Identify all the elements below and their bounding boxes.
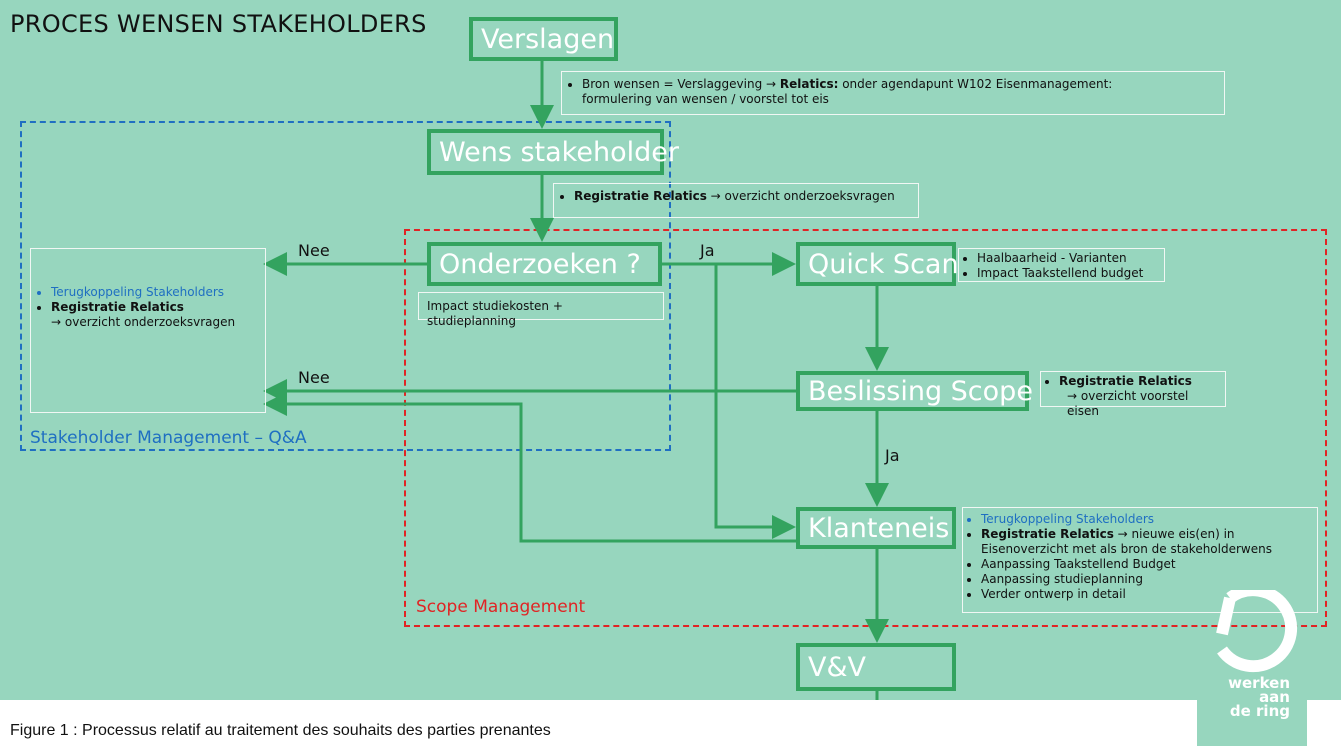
- diagram-canvas: PROCES WENSEN STAKEHOLDERS Stakeholder M…: [0, 0, 1341, 700]
- note-beslissing: Registratie Relatics → overzicht voorste…: [1040, 371, 1226, 418]
- node-vv: V&V: [796, 643, 956, 691]
- label-ja-beslissing: Ja: [885, 446, 900, 465]
- node-onderzoeken: Onderzoeken ?: [427, 242, 662, 286]
- logo-text-werken: werken: [1228, 674, 1290, 692]
- node-wens-stakeholder: Wens stakeholder: [427, 129, 679, 175]
- node-quick-scan: Quick Scan: [796, 242, 959, 286]
- logo-text-de-ring: de ring: [1229, 702, 1290, 720]
- note-bron-wensen: Bron wensen = Verslaggeving → Relatics: …: [561, 71, 1225, 115]
- node-beslissing-scope: Beslissing Scope: [796, 371, 1033, 411]
- figure-caption: Figure 1 : Processus relatif au traiteme…: [10, 722, 551, 739]
- note-stakeholder-terugkoppeling: Terugkoppeling Stakeholders Registratie …: [30, 248, 266, 413]
- diagram-title: PROCES WENSEN STAKEHOLDERS: [10, 10, 427, 38]
- stakeholder-management-label: Stakeholder Management – Q&A: [30, 428, 307, 448]
- note-klanteneis: Terugkoppeling Stakeholders Registratie …: [962, 507, 1318, 613]
- arrow-klanteneis-stakeholder: [263, 392, 797, 543]
- note-impact-studie: Impact studiekosten + studieplanning: [418, 292, 664, 328]
- label-ja-onderzoeken: Ja: [700, 241, 715, 260]
- node-klanteneis: Klanteneis: [796, 507, 956, 549]
- note-registratie: Registratie Relatics → overzicht onderzo…: [553, 183, 919, 218]
- arrow-onderzoeken-klanteneis: [714, 264, 796, 539]
- stakeholder-management-region: [20, 121, 671, 451]
- werken-aan-de-ring-logo: [1216, 590, 1298, 673]
- scope-management-label: Scope Management: [416, 597, 586, 617]
- label-nee-onderzoeken: Nee: [298, 241, 330, 260]
- logo-text-aan: aan: [1259, 688, 1290, 706]
- connector-layer: [263, 60, 889, 700]
- note-quick-scan: Haalbaarheid - VariantenImpact Taakstell…: [958, 248, 1165, 282]
- logo-backdrop: [1197, 700, 1307, 746]
- node-verslagen: Verslagen: [469, 17, 618, 61]
- label-nee-beslissing: Nee: [298, 368, 330, 387]
